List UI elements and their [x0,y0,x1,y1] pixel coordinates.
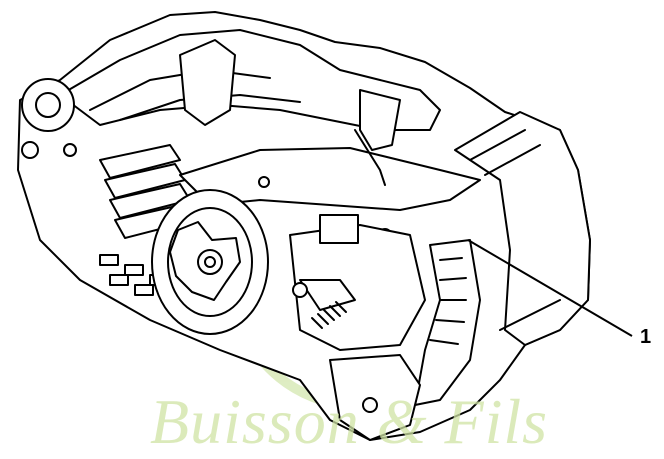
handle-bracket [179,39,236,126]
vent-slots [99,254,169,296]
pivot-inner [35,92,61,118]
clutch-drum [151,189,269,335]
watermark-text: Buisson & Fils [150,386,549,457]
bottom-foot [329,354,421,441]
engine-line-drawing [17,11,633,441]
filter-box [454,111,591,346]
adjust-spring [292,282,347,329]
gear-plate [414,239,481,406]
diagram-stage: Buisson & Fils 1 [17,11,652,457]
callout-1-label: 1 [640,326,652,348]
carburetor-block [289,214,426,351]
callout-1-leader [467,239,633,337]
